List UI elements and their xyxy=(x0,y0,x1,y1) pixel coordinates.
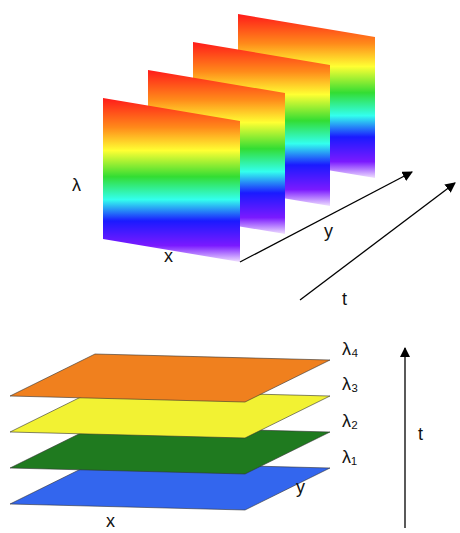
axis-label: λ xyxy=(72,176,81,194)
plane-label: λ₄ xyxy=(342,340,358,358)
axis-label: y xyxy=(324,222,333,240)
t-axis xyxy=(404,348,405,528)
y-axis xyxy=(240,172,412,262)
axis-label: t xyxy=(342,290,347,308)
plane-label: λ₃ xyxy=(342,375,358,393)
wavelength-planes xyxy=(10,354,330,510)
axis-label: t xyxy=(418,425,423,443)
spectral-frames xyxy=(103,14,375,262)
axis-label: x xyxy=(106,512,115,530)
axis-label: x xyxy=(164,247,173,265)
plane-label: λ₁ xyxy=(342,448,357,466)
axis-label: y xyxy=(296,478,305,496)
plane-label: λ₂ xyxy=(342,412,358,430)
